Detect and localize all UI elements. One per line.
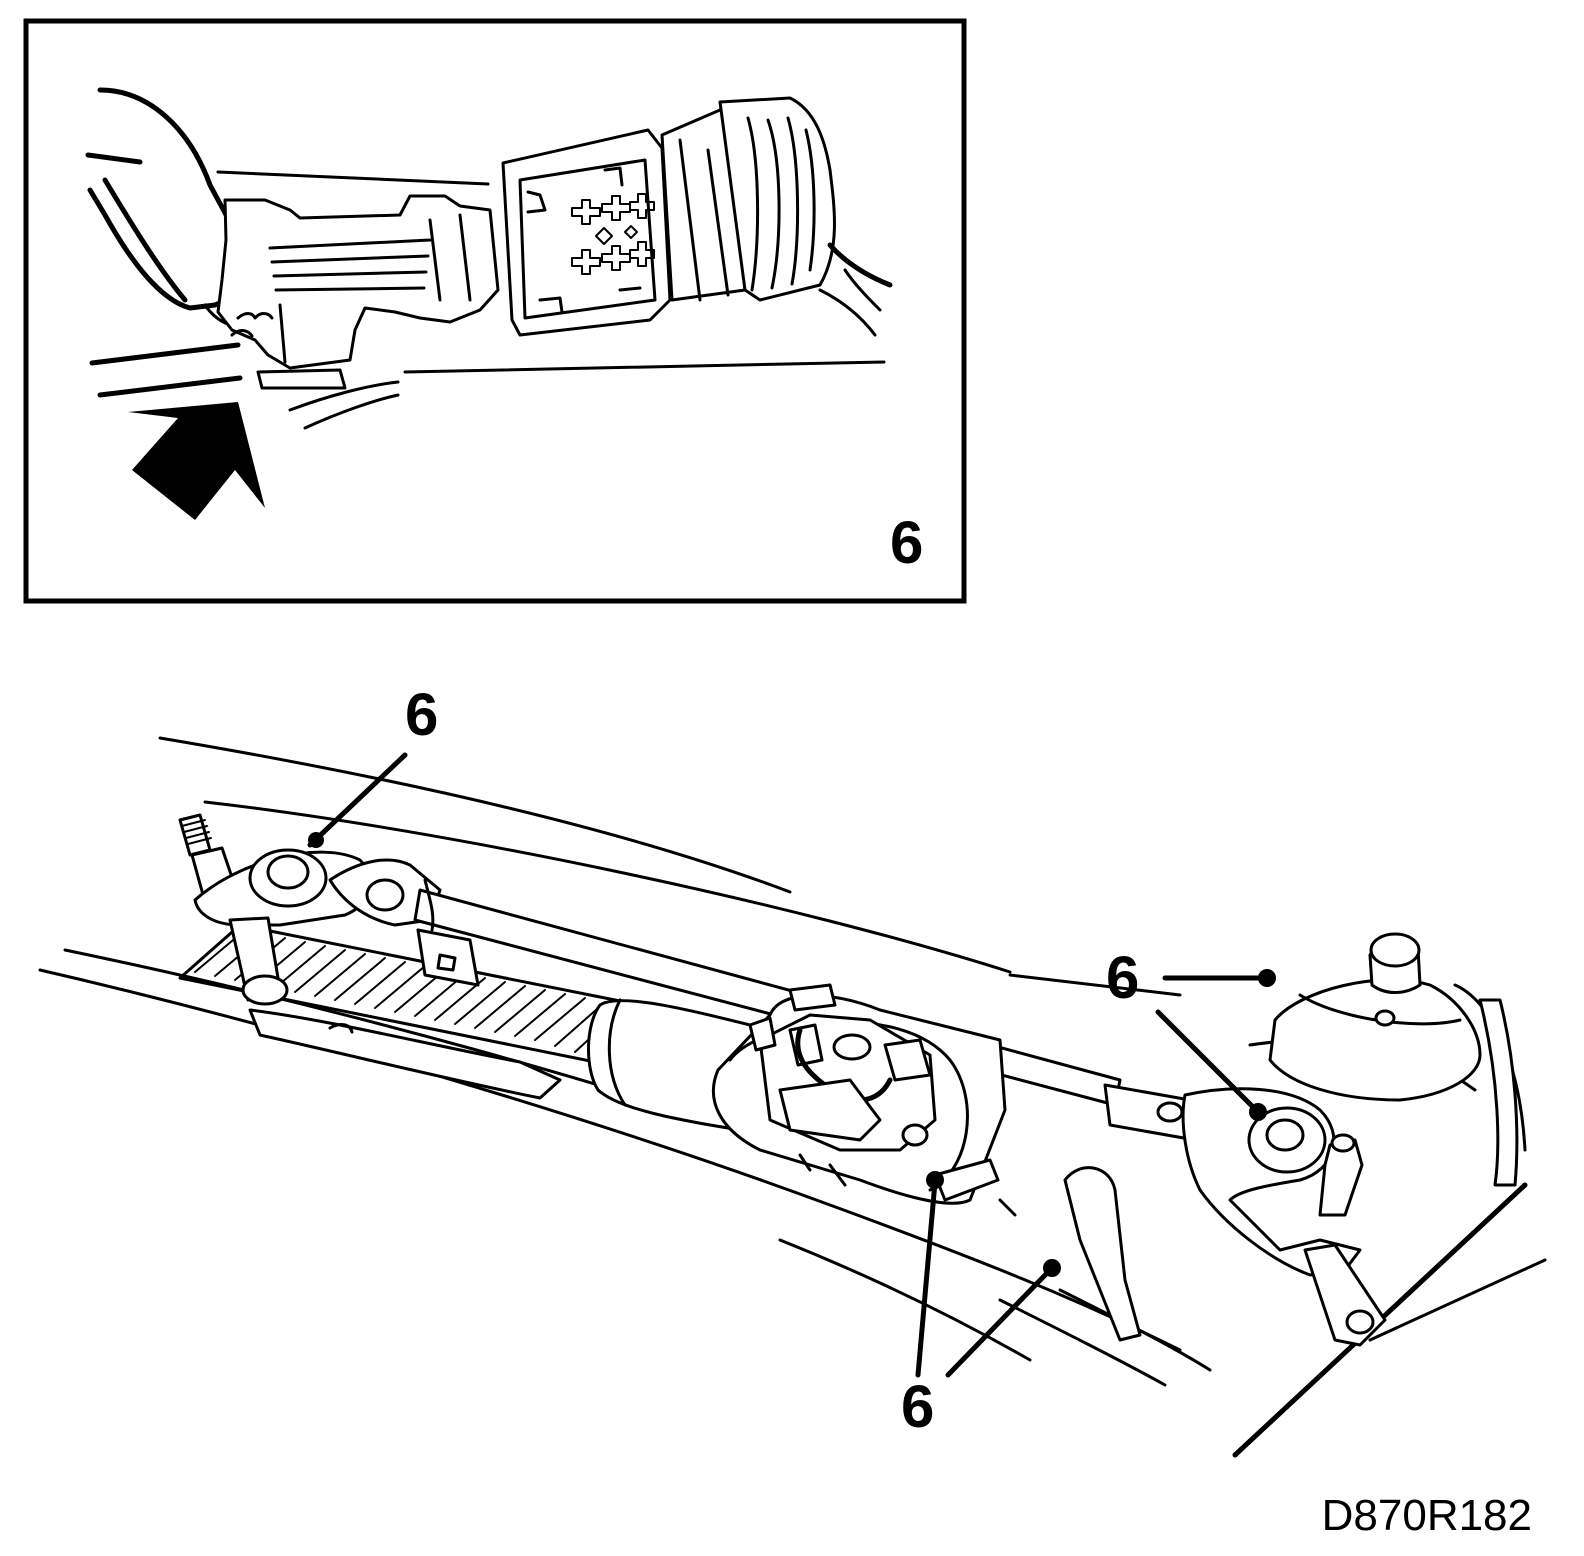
callout-right-spindle: 6	[1106, 944, 1139, 1011]
push-arrow-icon	[128, 402, 265, 520]
inset-panel: 6	[23, 18, 967, 604]
callout-left-spindle: 6	[405, 681, 438, 748]
right-spindle	[1103, 1083, 1387, 1347]
connector-socket	[501, 96, 893, 337]
wiper-motor	[587, 983, 1007, 1205]
inset-panel-edge-top	[216, 170, 490, 186]
inset-frame	[23, 18, 967, 604]
inset-panel-edge-bottom	[403, 360, 886, 374]
cowl-grommet	[1268, 932, 1482, 1102]
main-illustration: 6 6 6	[38, 681, 1547, 1458]
leader-lines	[307, 752, 1276, 1378]
left-spindle	[178, 813, 373, 1006]
figure-code: D870R182	[1322, 1491, 1532, 1540]
inset-callout: 6	[890, 509, 923, 576]
inset-cable	[89, 342, 241, 366]
callout-motor: 6	[901, 1373, 934, 1440]
washer-hose	[1063, 1166, 1142, 1342]
connector-plug	[216, 194, 500, 390]
